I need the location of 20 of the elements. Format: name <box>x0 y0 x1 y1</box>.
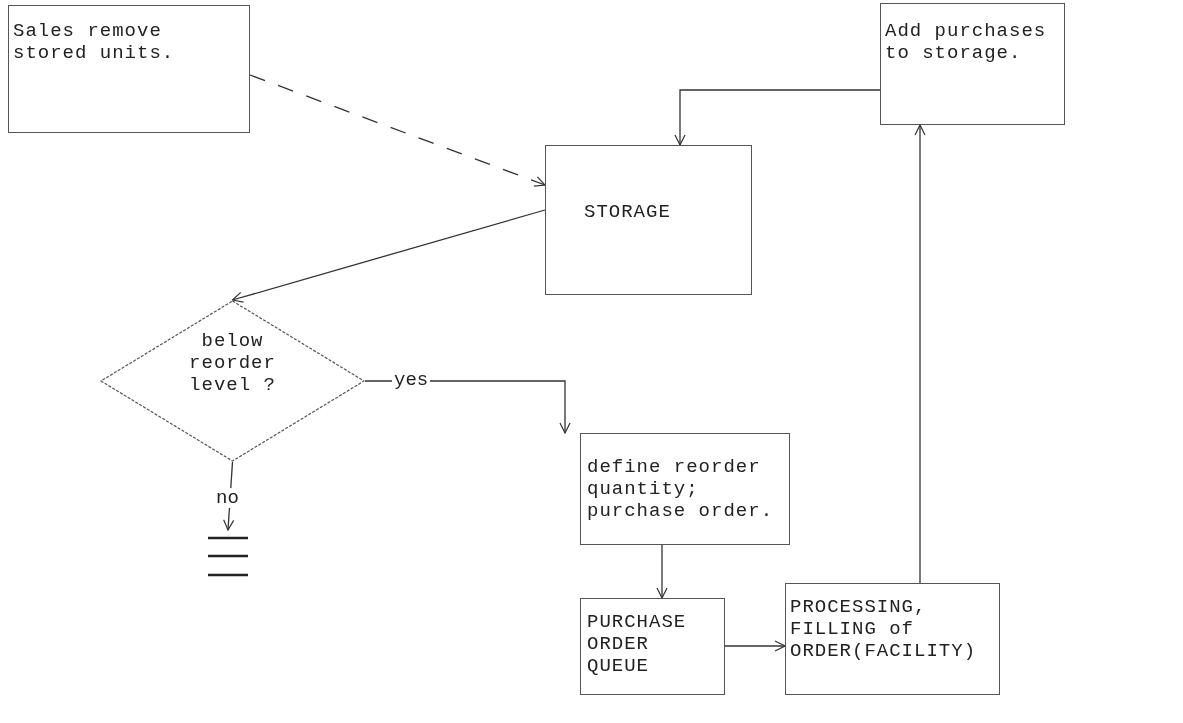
arrow <box>724 640 786 652</box>
arrow <box>914 124 926 584</box>
arrow <box>674 89 881 146</box>
dashed-arrow <box>249 74 546 187</box>
box-label: Sales remove stored units. <box>13 20 176 64</box>
queue-box <box>580 598 725 695</box>
arrow <box>231 209 546 303</box>
process-box <box>785 583 1000 695</box>
edge-label: no <box>214 488 241 508</box>
box-label: STORAGE <box>584 201 672 223</box>
storage-box <box>545 145 752 295</box>
process-box <box>580 433 790 545</box>
arrow <box>656 544 668 599</box>
process-box <box>8 5 250 133</box>
box-label: PURCHASE ORDER QUEUE <box>587 611 688 677</box>
box-label: PROCESSING, FILLING of ORDER(FACILITY) <box>790 596 978 662</box>
box-label: define reorder quantity; purchase order. <box>587 456 775 522</box>
decision-label: below reorder level ? <box>188 330 277 396</box>
process-box <box>880 3 1065 125</box>
box-label: Add purchases to storage. <box>885 20 1048 64</box>
